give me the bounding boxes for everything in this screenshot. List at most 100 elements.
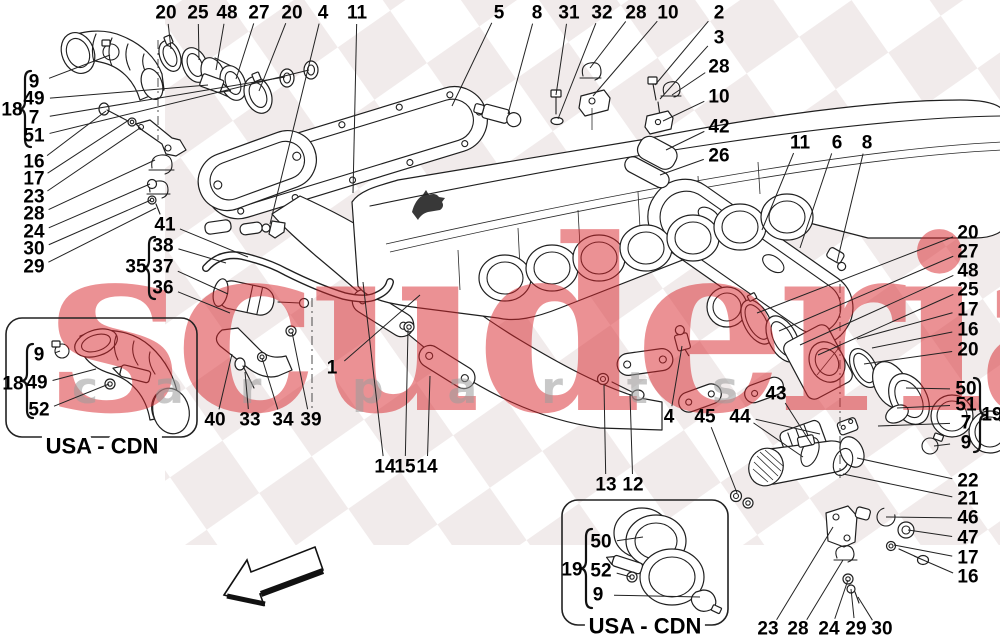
leader-line	[905, 387, 951, 390]
callout-14[interactable]: 14	[374, 457, 396, 478]
callout-31[interactable]: 31	[558, 3, 580, 24]
callout-28[interactable]: 28	[625, 3, 646, 24]
callout-3[interactable]: 3	[714, 28, 725, 49]
callout-23[interactable]: 23	[23, 187, 44, 208]
callout-30[interactable]: 30	[871, 619, 892, 637]
callout-30[interactable]: 30	[23, 239, 44, 260]
leader-line	[592, 20, 658, 97]
leader-line	[885, 516, 953, 519]
callout-6[interactable]: 6	[832, 133, 843, 154]
callout-51[interactable]: 51	[23, 126, 45, 147]
callout-26[interactable]: 26	[708, 146, 729, 167]
callout-48[interactable]: 48	[216, 3, 237, 24]
callout-11[interactable]: 11	[347, 3, 368, 24]
callout-8[interactable]: 8	[862, 133, 873, 154]
leader-line	[179, 228, 249, 258]
leader-line	[507, 23, 534, 115]
callout-14[interactable]: 14	[416, 457, 438, 478]
callout-16[interactable]: 16	[957, 567, 978, 588]
leader-line	[778, 255, 954, 332]
callout-50[interactable]: 50	[955, 379, 976, 400]
group-brace	[142, 235, 157, 301]
callout-24[interactable]: 24	[23, 222, 45, 243]
callout-10[interactable]: 10	[657, 3, 678, 24]
callout-20[interactable]: 20	[957, 340, 978, 361]
leader-line	[427, 375, 431, 457]
callout-46[interactable]: 46	[957, 508, 978, 529]
callout-1[interactable]: 1	[327, 358, 338, 379]
callout-17[interactable]: 17	[957, 300, 978, 321]
callout-37[interactable]: 37	[152, 257, 173, 278]
leader-line	[46, 110, 107, 157]
callout-28[interactable]: 28	[787, 619, 808, 637]
callout-7[interactable]: 7	[961, 413, 972, 434]
brace-label: 18	[1, 100, 22, 121]
callout-25[interactable]: 25	[957, 280, 979, 301]
leader-line	[603, 384, 607, 475]
tps-sensor-44	[836, 417, 859, 436]
callout-41[interactable]: 41	[154, 215, 176, 236]
callout-29[interactable]: 29	[23, 257, 44, 278]
leader-line	[877, 422, 951, 427]
group-brace	[20, 342, 35, 420]
callout-20[interactable]: 20	[281, 3, 302, 24]
callout-27[interactable]: 27	[248, 3, 269, 24]
callout-17[interactable]: 17	[23, 169, 44, 190]
callout-47[interactable]: 47	[957, 528, 978, 549]
callout-48[interactable]: 48	[957, 261, 978, 282]
callout-45[interactable]: 45	[694, 407, 716, 428]
callout-25[interactable]: 25	[187, 3, 209, 24]
callout-11[interactable]: 11	[790, 133, 811, 154]
callout-10[interactable]: 10	[708, 87, 729, 108]
callout-9[interactable]: 9	[34, 345, 45, 366]
callout-5[interactable]: 5	[494, 3, 505, 24]
usa-cdn-box	[561, 499, 729, 626]
callout-43[interactable]: 43	[765, 384, 786, 405]
callout-7[interactable]: 7	[29, 108, 40, 129]
callout-24[interactable]: 24	[818, 619, 840, 637]
callout-16[interactable]: 16	[23, 152, 44, 173]
callout-52[interactable]: 52	[590, 561, 611, 582]
callout-33[interactable]: 33	[239, 410, 260, 431]
callout-39[interactable]: 39	[300, 410, 321, 431]
callout-9[interactable]: 9	[961, 433, 972, 454]
callout-20[interactable]: 20	[155, 3, 176, 24]
callout-28[interactable]: 28	[23, 204, 44, 225]
callout-42[interactable]: 42	[708, 117, 729, 138]
leader-line	[756, 236, 954, 314]
callout-51[interactable]: 51	[955, 395, 977, 416]
callout-49[interactable]: 49	[26, 373, 47, 394]
callout-12[interactable]: 12	[622, 475, 643, 496]
callout-27[interactable]: 27	[957, 242, 978, 263]
leader-line	[836, 153, 864, 263]
callout-52[interactable]: 52	[28, 400, 49, 421]
callout-9[interactable]: 9	[593, 585, 604, 606]
callout-17[interactable]: 17	[957, 548, 978, 569]
callout-8[interactable]: 8	[532, 3, 543, 24]
callout-50[interactable]: 50	[590, 532, 611, 553]
callout-22[interactable]: 22	[957, 471, 978, 492]
leader-line	[616, 572, 632, 578]
callout-40[interactable]: 40	[204, 410, 225, 431]
callout-36[interactable]: 36	[152, 278, 173, 299]
callout-2[interactable]: 2	[714, 3, 725, 24]
callout-29[interactable]: 29	[845, 619, 866, 637]
callout-49[interactable]: 49	[23, 89, 44, 110]
callout-34[interactable]: 34	[272, 410, 294, 431]
arrow-thick-edge	[259, 568, 325, 597]
callout-28[interactable]: 28	[708, 57, 729, 78]
callout-15[interactable]: 15	[394, 457, 416, 478]
callout-44[interactable]: 44	[729, 407, 751, 428]
callout-23[interactable]: 23	[757, 619, 778, 637]
callout-21[interactable]: 21	[957, 489, 979, 510]
callout-13[interactable]: 13	[595, 475, 616, 496]
callout-38[interactable]: 38	[152, 236, 173, 257]
top-fasteners-drawing	[473, 62, 682, 135]
callout-20[interactable]: 20	[957, 223, 978, 244]
callout-4[interactable]: 4	[318, 3, 329, 24]
callout-4[interactable]: 4	[664, 407, 675, 428]
callout-16[interactable]: 16	[957, 320, 978, 341]
valve-and-hose-drawing	[202, 251, 394, 389]
callout-9[interactable]: 9	[29, 72, 40, 93]
callout-32[interactable]: 32	[591, 3, 612, 24]
